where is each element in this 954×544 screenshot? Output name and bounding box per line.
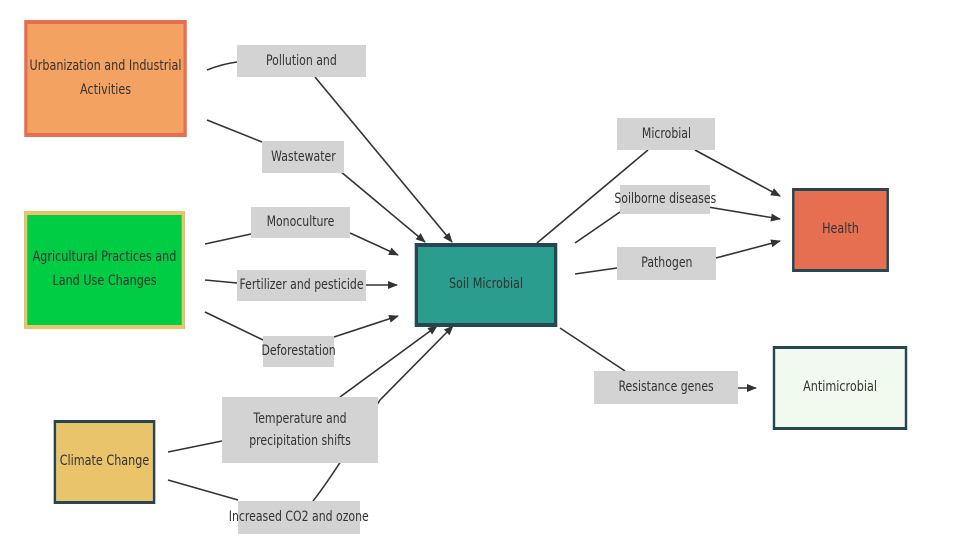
edge-pollution — [206, 61, 452, 242]
node-soil-microbial-label: Soil Microbial — [448, 276, 524, 293]
edge-label-soilborne: Soilborne diseases — [614, 185, 716, 214]
node-agricultural: Agricultural Practices and Land Use Chan… — [24, 211, 185, 329]
node-urbanization-label: Urbanization and Industrial Activities — [29, 57, 182, 98]
edge-deforestation — [204, 312, 398, 341]
edge-label-monoculture: Monoculture — [251, 207, 350, 238]
node-climate: Climate Change — [53, 420, 156, 504]
node-health: Health — [792, 188, 889, 272]
node-health-label: Health — [822, 221, 859, 238]
edge-label-wastewater: Wastewater — [262, 141, 344, 173]
node-urbanization: Urbanization and Industrial Activities — [24, 20, 187, 137]
edge-microbial — [536, 149, 780, 244]
node-agricultural-label: Agricultural Practices and Land Use Chan… — [32, 249, 177, 289]
edge-label-pathogen: Pathogen — [617, 247, 716, 280]
node-antimicrobial: Antimicrobial — [772, 346, 908, 430]
edge-fertilizer — [204, 280, 397, 285]
edge-soilborne — [574, 206, 780, 244]
edge-label-fertilizer: Fertilizer and pesticide — [237, 270, 366, 301]
edge-monoculture — [204, 232, 398, 255]
edge-label-deforestation: Deforestation — [261, 336, 336, 367]
edge-label-pollution: Pollution and — [237, 45, 366, 77]
edge-label-temperature: Temperature and precipitation shifts — [222, 397, 378, 463]
edge-label-microbial: Microbial — [617, 118, 715, 150]
edge-temperature — [167, 326, 437, 453]
edge-resistance — [559, 327, 756, 388]
edge-label-resistance: Resistance genes — [594, 371, 738, 404]
node-antimicrobial-label: Antimicrobial — [803, 379, 877, 396]
edge-wastewater — [206, 119, 425, 242]
edge-pathogen — [574, 241, 780, 275]
node-climate-label: Climate Change — [59, 453, 150, 470]
node-soil-microbial: Soil Microbial — [414, 243, 558, 327]
edge-label-co2: Increased CO2 and ozone — [229, 501, 369, 534]
